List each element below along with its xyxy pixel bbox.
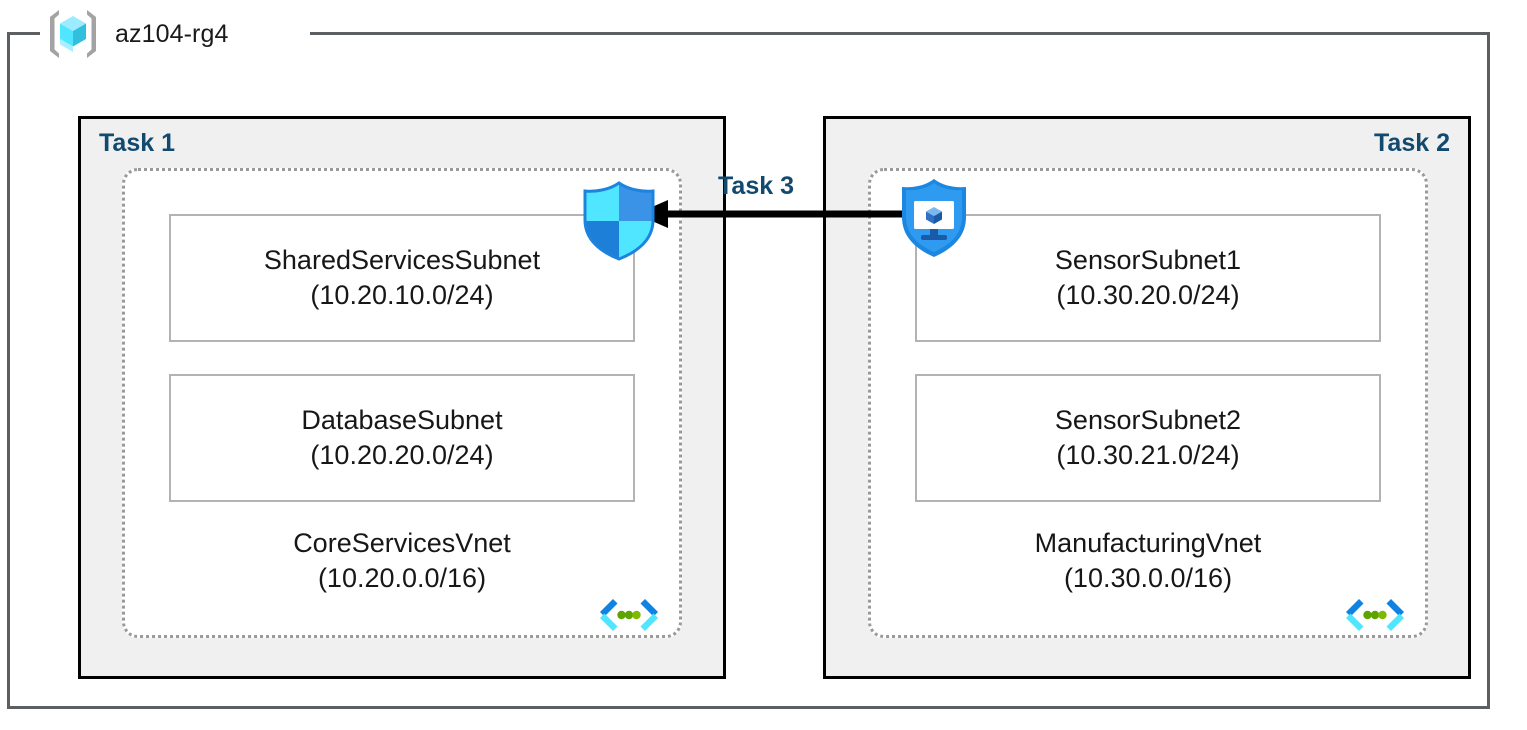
subnet-sensor-2: SensorSubnet2 (10.30.21.0/24) (915, 374, 1381, 502)
vnet-cidr: (10.20.0.0/16) (317, 563, 487, 594)
subnet-name: SensorSubnet2 (1054, 404, 1242, 435)
vnet-name: ManufacturingVnet (1034, 528, 1262, 558)
vnet-caption: CoreServicesVnet (10.20.0.0/16) (125, 526, 679, 596)
subnet-name: SharedServicesSubnet (263, 244, 541, 275)
resource-group-border-top-left (7, 32, 40, 35)
subnet-database: DatabaseSubnet (10.20.20.0/24) (169, 374, 635, 502)
subnet-name: DatabaseSubnet (301, 404, 503, 435)
vnet-name: CoreServicesVnet (293, 528, 511, 558)
vnet-cidr: (10.30.0.0/16) (1063, 563, 1233, 594)
task-3-label: Task 3 (718, 172, 794, 200)
resource-group-title: az104-rg4 (115, 19, 229, 48)
resource-group-boundary (7, 32, 1490, 709)
subnet-cidr: (10.20.20.0/24) (310, 440, 494, 470)
subnet-sensor-1: SensorSubnet1 (10.30.20.0/24) (915, 214, 1381, 342)
azure-virtual-network-icon (593, 593, 665, 641)
vm-shield-icon (897, 176, 971, 260)
task-1-label: Task 1 (99, 129, 175, 157)
resource-group-border-top-right (310, 32, 1490, 35)
subnet-cidr: (10.30.20.0/24) (1056, 280, 1240, 310)
vnet-peering-shield-icon (577, 180, 661, 262)
subnet-cidr: (10.20.10.0/24) (310, 280, 494, 310)
vnet-caption: ManufacturingVnet (10.30.0.0/16) (871, 526, 1425, 596)
resource-group-header: az104-rg4 (45, 6, 228, 62)
subnet-cidr: (10.30.21.0/24) (1056, 440, 1240, 470)
vnet-core-services: SharedServicesSubnet (10.20.10.0/24) Dat… (122, 168, 682, 638)
vnet-manufacturing: SensorSubnet1 (10.30.20.0/24) SensorSubn… (868, 168, 1428, 638)
task-2-label: Task 2 (1374, 129, 1450, 157)
subnet-shared-services: SharedServicesSubnet (10.20.10.0/24) (169, 214, 635, 342)
subnet-name: SensorSubnet1 (1054, 244, 1242, 275)
azure-resource-group-cube-icon (45, 6, 101, 62)
peering-arrow-icon (636, 196, 910, 232)
azure-virtual-network-icon (1339, 593, 1411, 641)
